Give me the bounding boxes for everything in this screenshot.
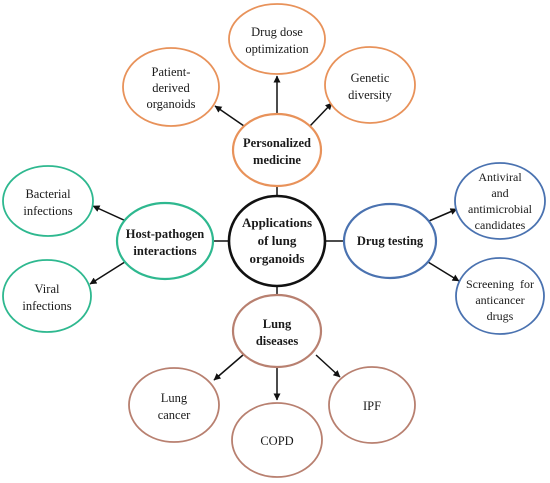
patient-derived-line-2: derived [152, 81, 190, 95]
lung-cancer-ellipse [128, 367, 220, 443]
host-pathogen-node: Host-pathogen interactions [115, 201, 215, 281]
copd-line-1: COPD [260, 434, 293, 448]
patient-derived-line-1: Patient- [152, 65, 191, 79]
patient-derived-line-3: organoids [146, 97, 195, 111]
personalized-medicine-node: Personalized medicine [231, 112, 323, 188]
arrow-personalized-patient-derived [214, 105, 245, 127]
drug-testing-node: Drug testing [342, 202, 438, 280]
arrow-personalized-genetic [309, 102, 333, 127]
lung-diseases-line-1: Lung [263, 317, 292, 331]
personalized-line-2: medicine [253, 153, 301, 167]
lung-cancer-node: Lung cancer [128, 367, 220, 443]
arrow-drug-testing-antiviral [428, 208, 458, 222]
lung-diseases-ellipse [231, 293, 323, 369]
viral-ellipse [2, 259, 92, 333]
drug-dose-line-1: Drug dose [251, 25, 303, 39]
antiviral-line-2: and [491, 186, 508, 200]
host-pathogen-line-2: interactions [133, 244, 196, 258]
drug-testing-ellipse [342, 202, 438, 280]
patient-derived-ellipse [122, 47, 220, 127]
connector-layer [89, 75, 460, 401]
copd-ellipse [231, 402, 323, 478]
host-pathogen-ellipse [115, 201, 215, 281]
drug-dose-line-2: optimization [245, 42, 309, 56]
genetic-ellipse [324, 46, 416, 124]
genetic-diversity-node: Genetic diversity [324, 46, 416, 124]
arrow-drug-testing-screening [427, 261, 460, 282]
viral-line-2: infections [22, 299, 71, 313]
screening-line-2: anticancer [475, 293, 524, 307]
drug-dose-optimization-node: Drug dose optimization [228, 3, 326, 75]
center-node: Applications of lung organoids [227, 194, 327, 288]
ipf-node: IPF [328, 366, 416, 444]
center-line-3: organoids [250, 251, 305, 266]
screening-anticancer-node: Screening for anticancer drugs [455, 257, 545, 335]
ipf-ellipse [328, 366, 416, 444]
bacterial-ellipse [2, 165, 94, 237]
host-pathogen-line-1: Host-pathogen [126, 227, 205, 241]
lung-cancer-line-2: cancer [158, 408, 191, 422]
drug-dose-ellipse [228, 3, 326, 75]
personalized-ellipse [231, 112, 323, 188]
lung-cancer-line-1: Lung [161, 391, 188, 405]
antiviral-candidates-node: Antiviral and antimicrobial candidates [454, 162, 546, 240]
antiviral-ellipse [454, 162, 546, 240]
screening-ellipse [455, 257, 545, 335]
lung-diseases-line-2: diseases [256, 334, 299, 348]
viral-infections-node: Viral infections [2, 259, 92, 333]
arrow-lung-diseases-lung-cancer [213, 354, 244, 381]
viral-line-1: Viral [35, 282, 60, 296]
center-ellipse [227, 194, 327, 288]
bacterial-line-1: Bacterial [25, 187, 71, 201]
screening-line-3: drugs [487, 309, 514, 323]
copd-node: COPD [231, 402, 323, 478]
ipf-line-1: IPF [363, 399, 381, 413]
screening-line-1: Screening for [466, 277, 534, 291]
personalized-line-1: Personalized [243, 136, 311, 150]
bacterial-line-2: infections [23, 204, 72, 218]
bacterial-infections-node: Bacterial infections [2, 165, 94, 237]
patient-derived-organoids-node: Patient- derived organoids [122, 47, 220, 127]
center-line-2: of lung [258, 233, 297, 248]
genetic-line-2: diversity [348, 88, 392, 102]
antiviral-line-3: antimicrobial [468, 202, 533, 216]
arrow-host-pathogen-bacterial [92, 205, 129, 223]
lung-diseases-node: Lung diseases [231, 293, 323, 369]
genetic-line-1: Genetic [351, 71, 390, 85]
arrow-lung-diseases-ipf [315, 354, 341, 378]
antiviral-line-1: Antiviral [478, 170, 522, 184]
drug-testing-line-1: Drug testing [357, 234, 424, 248]
center-line-1: Applications [242, 215, 312, 230]
antiviral-line-4: candidates [475, 218, 526, 232]
arrow-host-pathogen-viral [89, 259, 129, 285]
